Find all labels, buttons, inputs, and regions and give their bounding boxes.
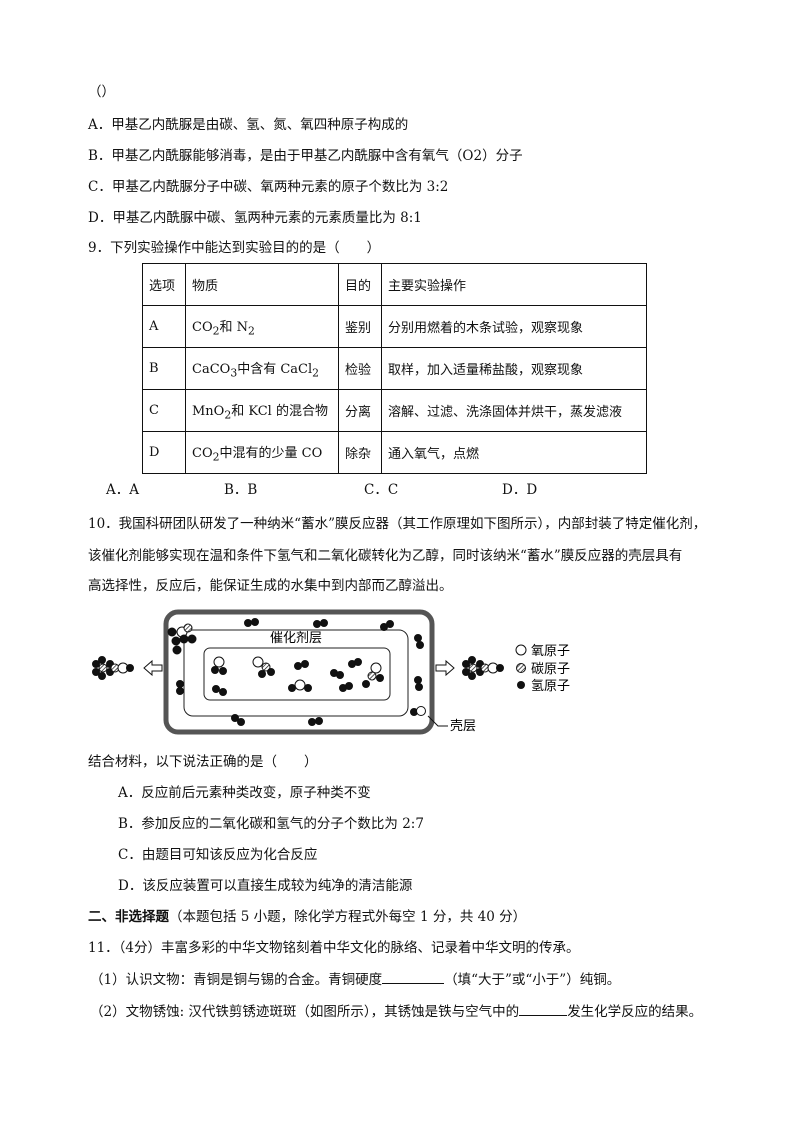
material-sub: 2 xyxy=(248,324,255,338)
q10-option-a: A．反应前后元素种类改变，原子种类不变 xyxy=(118,785,371,801)
legend-hydrogen: 氢原子 xyxy=(531,679,570,694)
answer-blank-1[interactable] xyxy=(382,969,445,984)
row-operation: 分别用燃着的木条试验，观察现象 xyxy=(381,305,647,348)
row-option: C xyxy=(142,389,186,432)
legend-carbon-swatch xyxy=(516,663,526,673)
table-row: B CaCO3中含有 CaCl2 检验 取样，加入适量稀盐酸，观察现象 xyxy=(142,347,647,390)
legend-oxygen: 氧原子 xyxy=(531,644,570,659)
q8-option-d: D．甲基乙内酰脲中碳、氢两种元素的元素质量比为 8:1 xyxy=(88,210,422,226)
row-material: CO2和 N2 xyxy=(185,305,339,348)
choice-a: A．A xyxy=(106,482,139,498)
material-text: MnO xyxy=(192,403,225,419)
choice-b: B．B xyxy=(224,482,258,498)
material-sub: 2 xyxy=(312,366,320,380)
section-note: （本题包括 5 小题，除化学方程式外每空 1 分，共 40 分） xyxy=(169,909,527,925)
q10-stem-line-2: 该催化剂能够实现在温和条件下氢气和二氧化碳转化为乙醇，同时该纳米“蓄水”膜反应器… xyxy=(88,548,683,564)
q9-choices: A．A B．B C．C D．D xyxy=(106,480,537,500)
row-operation: 取样，加入适量稀盐酸，观察现象 xyxy=(381,347,647,390)
q10-option-c: C．由题目可知该反应为化合反应 xyxy=(118,847,318,863)
reactor-diagram: 催化剂层 壳层 氧原子 碳 xyxy=(92,609,570,735)
legend: 氧原子 碳原子 氢原子 xyxy=(515,644,570,694)
q10-question: 结合材料，以下说法正确的是（ ） xyxy=(88,754,318,770)
molecule-group xyxy=(92,618,504,726)
table-row: D CO2中混有的少量 CO 除杂 通入氧气，点燃 xyxy=(142,431,647,474)
q11-part-1-text-end: （填“大于”或“小于”）纯铜。 xyxy=(444,972,621,988)
outer-shell xyxy=(163,609,435,735)
q11-part-2-text: （2）文物锈蚀: 汉代铁剪锈迹斑斑（如图所示），其锈蚀是铁与空气中的 xyxy=(90,1004,520,1020)
arrow-left-icon xyxy=(143,659,163,677)
table-row: A CO2和 N2 鉴别 分别用燃着的木条试验，观察现象 xyxy=(142,305,647,348)
legend-carbon: 碳原子 xyxy=(531,662,570,677)
row-material: CO2中混有的少量 CO xyxy=(185,431,339,474)
choice-d: D．D xyxy=(502,482,538,498)
answer-blank-2[interactable] xyxy=(519,1001,568,1016)
material-text: CaCO xyxy=(192,361,231,377)
q10-option-d: D．该反应装置可以直接生成较为纯净的清洁能源 xyxy=(118,878,413,894)
q10-stem-line-3: 高选择性，反应后，能保证生成的水集中到内部而乙醇溢出。 xyxy=(88,578,453,594)
material-text: 中混有的少量 CO xyxy=(219,445,323,461)
q9-stem: 9．下列实验操作中能达到实验目的的是（ ） xyxy=(88,240,381,256)
row-option: B xyxy=(142,347,186,390)
material-sub: 2 xyxy=(212,450,220,464)
row-purpose: 鉴别 xyxy=(338,305,382,348)
section-title: 二、非选择题 xyxy=(88,909,169,925)
q10-option-b: B．参加反应的二氧化碳和氢气的分子个数比为 2:7 xyxy=(118,816,424,832)
row-option: A xyxy=(142,305,186,348)
inner-chamber xyxy=(203,647,391,701)
table-header-row: 选项 物质 目的 主要实验操作 xyxy=(142,263,647,306)
material-sub: 2 xyxy=(224,408,232,422)
material-sub: 2 xyxy=(212,324,220,338)
q8-option-a: A．甲基乙内酰脲是由碳、氢、氮、氧四种原子构成的 xyxy=(88,117,409,133)
q10-stem-line-1: 10．我国科研团队研发了一种纳米“蓄水”膜反应器（其工作原理如下图所示），内部封… xyxy=(88,516,707,532)
q11-part-1: （1）认识文物：青铜是铜与锡的合金。青铜硬度 （填“大于”或“小于”）纯铜。 xyxy=(90,969,620,990)
header-operation: 主要实验操作 xyxy=(381,263,647,306)
q11-part-2-text-end: 发生化学反应的结果。 xyxy=(567,1004,703,1020)
catalyst-label: 催化剂层 xyxy=(270,631,322,646)
legend-oxygen-swatch xyxy=(515,644,527,656)
legend-hydrogen-swatch xyxy=(517,681,525,689)
q11-part-1-text: （1）认识文物：青铜是铜与锡的合金。青铜硬度 xyxy=(90,972,383,988)
table-row: C MnO2和 KCl 的混合物 分离 溶解、过滤、洗涤固体并烘干，蒸发滤液 xyxy=(142,389,647,432)
q8-option-c: C．甲基乙内酰脲分子中碳、氧两种元素的原子个数比为 3:2 xyxy=(88,179,449,195)
catalyst-layer xyxy=(183,629,409,717)
row-purpose: 检验 xyxy=(338,347,382,390)
header-purpose: 目的 xyxy=(338,263,382,306)
shell-pointer-line xyxy=(427,715,448,727)
material-text: 和 N xyxy=(219,319,249,335)
row-option: D xyxy=(142,431,186,474)
material-text: CO xyxy=(192,319,213,335)
section-heading: 二、非选择题（本题包括 5 小题，除化学方程式外每空 1 分，共 40 分） xyxy=(88,907,526,927)
row-purpose: 除杂 xyxy=(338,431,382,474)
choice-c: C．C xyxy=(364,482,399,498)
shell-label: 壳层 xyxy=(450,719,476,734)
material-text: CO xyxy=(192,445,213,461)
header-material: 物质 xyxy=(185,263,339,306)
row-operation: 溶解、过滤、洗涤固体并烘干，蒸发滤液 xyxy=(381,389,647,432)
header-option: 选项 xyxy=(142,263,186,306)
material-text: 中含有 CaCl xyxy=(237,361,313,377)
row-operation: 通入氧气，点燃 xyxy=(381,431,647,474)
arrow-right-icon xyxy=(435,659,455,677)
q11-part-2: （2）文物锈蚀: 汉代铁剪锈迹斑斑（如图所示），其锈蚀是铁与空气中的 发生化学反应… xyxy=(90,1001,702,1022)
material-text: 和 KCl 的混合物 xyxy=(231,403,328,419)
q11-stem: 11．（4分）丰富多彩的中华文物铭刻着中华文化的脉络、记录着中华文明的传承。 xyxy=(88,940,580,956)
row-material: MnO2和 KCl 的混合物 xyxy=(185,389,339,432)
row-material: CaCO3中含有 CaCl2 xyxy=(185,347,339,390)
q8-option-b: B．甲基乙内酰脲能够消毒，是由于甲基乙内酰脲中含有氧气（O2）分子 xyxy=(88,148,523,164)
material-sub: 3 xyxy=(230,366,238,380)
q9-table: 选项 物质 目的 主要实验操作 A CO2和 N2 鉴别 分别用燃着的木条试验，… xyxy=(142,263,647,474)
q8-paren: （） xyxy=(88,84,115,100)
row-purpose: 分离 xyxy=(338,389,382,432)
